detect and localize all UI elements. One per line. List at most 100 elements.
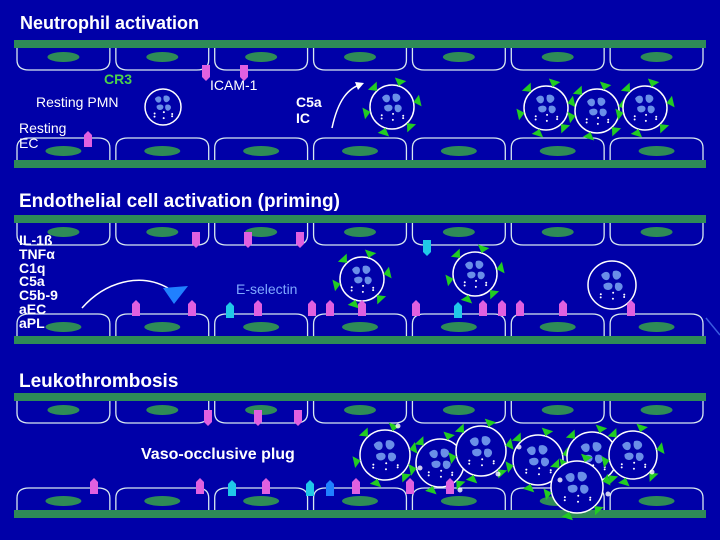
cr3-receptor-icon [599, 81, 612, 90]
cr3-receptor-icon [565, 429, 576, 439]
granule [463, 281, 466, 284]
cr3-receptor-icon [620, 82, 631, 92]
endothelial-cell-outline [115, 223, 210, 246]
e-selectin-top [294, 410, 302, 426]
cr3-receptor-icon [582, 132, 595, 141]
endothelial-nucleus [541, 52, 574, 62]
endothelial-cell-outline [312, 48, 408, 71]
e-selectin-bottom [188, 300, 196, 316]
granule [439, 475, 442, 478]
endothelial-nucleus [640, 227, 673, 237]
cr3-receptor-icon [443, 431, 455, 441]
platelet-dot [495, 471, 501, 477]
endothelial-nucleus [440, 322, 477, 332]
granule [546, 113, 549, 116]
endothelial-nucleus [144, 322, 181, 332]
e-selectin-bottom [406, 478, 414, 494]
endothelial-nucleus [539, 146, 576, 156]
granule [596, 122, 599, 125]
cr3-receptor-icon [484, 418, 497, 428]
endothelial-nucleus [243, 496, 280, 506]
e-selectin-top [254, 410, 262, 426]
resting-pmn-label: Resting PMN [36, 94, 119, 110]
granule [537, 473, 540, 476]
panel-title: Neutrophil activation [20, 13, 200, 33]
cr3-receptor-icon [511, 432, 522, 442]
cr3-receptor-icon [541, 427, 554, 437]
granule [451, 471, 454, 474]
endothelial-nucleus [47, 227, 80, 237]
icam-bottom [228, 480, 236, 496]
endothelial-cell-outline [214, 48, 309, 71]
granule [391, 118, 394, 121]
activation-arrowhead-icon [355, 82, 364, 90]
activated-neutrophil [543, 453, 611, 521]
granule [380, 114, 383, 117]
granule [585, 121, 588, 124]
cr3-receptor-icon [630, 129, 643, 138]
cr3-receptor-icon [337, 253, 348, 263]
endothelial-nucleus [342, 322, 378, 332]
endothelial-cell-outline [411, 401, 506, 424]
cr3-receptor-icon [594, 506, 604, 516]
e-selectin-bottom [352, 478, 360, 494]
endothelial-cell-outline [214, 137, 309, 160]
granule [549, 471, 552, 474]
activated-neutrophil [601, 423, 665, 487]
cr3-receptor-icon [608, 475, 619, 485]
cr3-receptor-icon [352, 456, 361, 468]
cr3-receptor-icon [550, 458, 560, 468]
granule [612, 291, 615, 294]
endothelial-nucleus [638, 322, 675, 332]
e-selectin-top [296, 232, 304, 248]
e-selectin-label: E-selectin [236, 281, 298, 297]
granule [372, 286, 375, 289]
icam1-receptor [84, 131, 92, 147]
granule [623, 295, 626, 298]
platelet-dot [457, 487, 463, 493]
endothelial-nucleus [344, 52, 376, 62]
cr3-receptor-icon [448, 452, 457, 464]
endothelial-cell-outline [510, 401, 605, 424]
granule [361, 290, 364, 293]
endothelial-cell-outline [609, 223, 704, 246]
icam1-receptor [240, 65, 248, 81]
icam1-receptor [202, 65, 210, 81]
granule [577, 494, 580, 497]
granule [599, 296, 602, 299]
icam-top [423, 240, 431, 256]
endothelial-nucleus [344, 405, 376, 415]
cr3-receptor-icon [548, 78, 561, 87]
endothelial-cell-outline [115, 48, 210, 71]
granule [171, 112, 174, 115]
resting-neutrophil [587, 260, 637, 310]
e-selectin-bottom [358, 300, 366, 316]
granule [427, 471, 430, 474]
granule [427, 474, 430, 477]
granule [607, 118, 610, 121]
icam-bottom [306, 480, 314, 496]
cr3-receptor-icon [460, 295, 473, 304]
endothelial-nucleus [638, 496, 675, 506]
receptor-layer [84, 65, 655, 497]
cr3-receptor-icon [567, 95, 576, 108]
vessel-wall-bottom [14, 510, 706, 518]
endothelial-nucleus [146, 405, 179, 415]
endothelial-cell-outline [411, 223, 506, 246]
endothelial-cell-outline [16, 487, 111, 510]
vessel-wall-bottom [14, 160, 706, 168]
cr3-receptor-icon [561, 511, 573, 521]
vaso-occlusive-plug-label: Vaso-occlusive plug [141, 446, 295, 463]
endothelial-cell-outline [411, 137, 506, 160]
cr3-receptor-icon [659, 124, 670, 134]
vessel-wall-top [14, 393, 706, 401]
cr3-receptor-icon [522, 483, 535, 493]
endothelial-cell-outline [115, 313, 210, 336]
cr3-receptor-icon [456, 480, 466, 490]
cr3-receptor-icon [377, 128, 390, 137]
cr3-receptor-icon [560, 124, 571, 134]
c5a-ic-label: C5a IC [296, 94, 322, 126]
endothelial-nucleus [245, 52, 278, 62]
granule [645, 113, 648, 116]
